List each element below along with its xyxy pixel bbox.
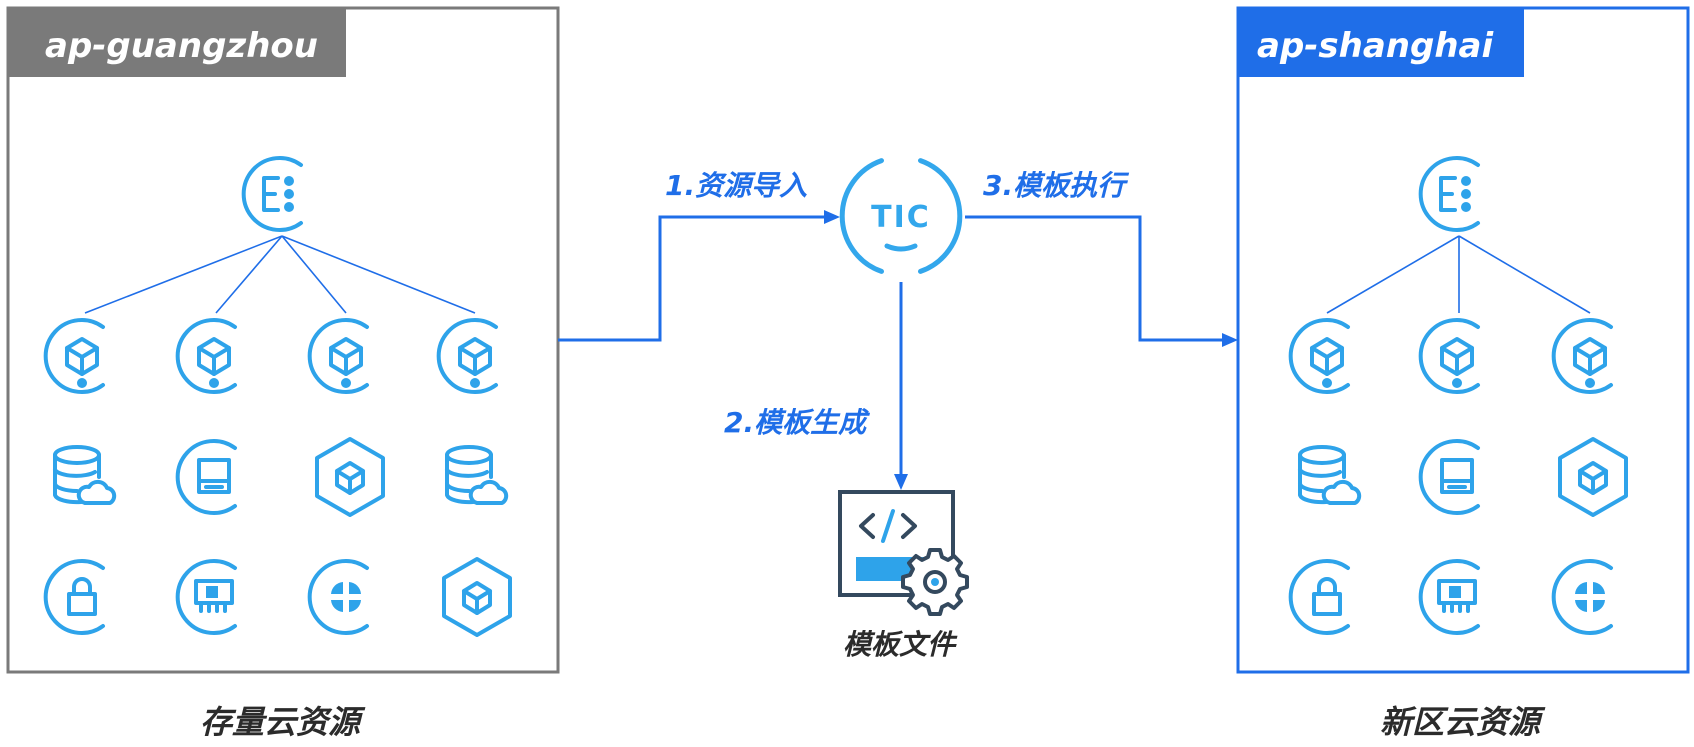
tic-logo-text: TIC xyxy=(871,200,931,235)
execute-arrow xyxy=(965,215,1222,342)
template-file-caption: 模板文件 xyxy=(843,628,958,661)
hex-cube-icon xyxy=(1558,437,1628,517)
lock-icon xyxy=(46,561,103,633)
target-caption: 新区云资源 xyxy=(1380,703,1546,741)
memory-chip-icon xyxy=(178,561,235,633)
cloud-database-icon xyxy=(53,445,117,505)
cloud-database-icon xyxy=(1298,445,1362,505)
target-tree-lines xyxy=(1326,235,1591,314)
target-region-box xyxy=(1236,6,1690,674)
target-region-tag: ap-shanghai xyxy=(1257,26,1494,66)
instance-icon xyxy=(1291,320,1348,392)
step-import-label: 1.资源导入 xyxy=(665,169,807,202)
generate-arrowhead xyxy=(894,474,908,490)
source-tree-lines xyxy=(84,235,476,314)
elastic-service-icon xyxy=(1421,158,1478,230)
instance-icon xyxy=(439,320,496,392)
cvm-icon xyxy=(178,441,235,513)
cloud-database-icon xyxy=(445,445,509,505)
target-region-tag-bg xyxy=(1238,8,1524,77)
lock-icon xyxy=(1291,561,1348,633)
network-icon xyxy=(1554,561,1611,633)
source-caption: 存量云资源 xyxy=(200,703,366,741)
instance-icon xyxy=(1421,320,1478,392)
code-file-settings-icon xyxy=(838,490,969,616)
step-generate-label: 2.模板生成 xyxy=(724,406,870,439)
import-arrowhead xyxy=(824,210,840,224)
import-arrow xyxy=(558,215,825,342)
source-region-tag: ap-guangzhou xyxy=(45,26,318,66)
hex-cube-icon xyxy=(442,557,512,637)
cvm-icon xyxy=(1421,441,1478,513)
network-icon xyxy=(310,561,367,633)
instance-icon xyxy=(1554,320,1611,392)
source-region-tag-bg xyxy=(8,8,346,77)
elastic-service-icon xyxy=(244,158,301,230)
memory-chip-icon xyxy=(1421,561,1478,633)
tic-logo: TIC xyxy=(839,158,963,274)
step-execute-label: 3.模板执行 xyxy=(983,169,1130,202)
hex-cube-icon xyxy=(315,437,385,517)
execute-arrowhead xyxy=(1222,333,1238,347)
instance-icon xyxy=(46,320,103,392)
instance-icon xyxy=(178,320,235,392)
instance-icon xyxy=(310,320,367,392)
